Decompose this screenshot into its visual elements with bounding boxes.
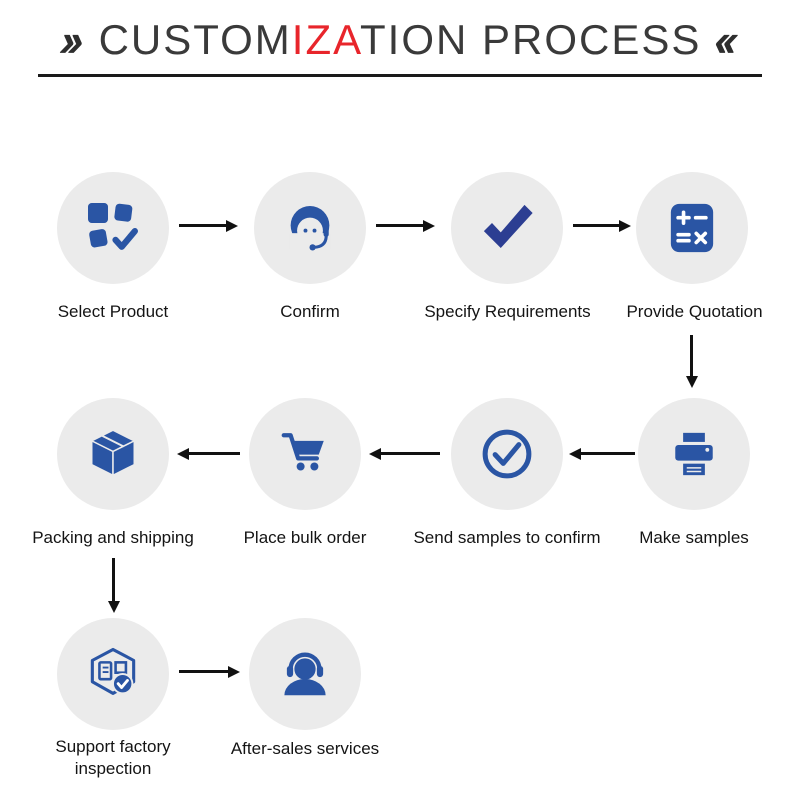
label-select-product: Select Product [57, 302, 169, 321]
arrow-down-2 [112, 558, 115, 602]
step-circle-specify-requirements [451, 172, 563, 284]
step-circle-after-sales [249, 618, 361, 730]
label-place-bulk-order: Place bulk order [243, 528, 367, 547]
circle-check-icon [482, 429, 532, 479]
arrow-left-1 [580, 452, 635, 455]
step-circle-packing-shipping [57, 398, 169, 510]
title-divider [38, 74, 762, 77]
title-text: CUSTOMIZATION PROCESS [98, 16, 702, 63]
arrow-left-2 [380, 452, 440, 455]
arrow-down-1 [690, 335, 693, 377]
checkmark-icon [483, 204, 533, 248]
customer-service-icon [289, 206, 331, 251]
label-after-sales: After-sales services [230, 739, 380, 758]
label-packing-shipping: Packing and shipping [32, 528, 194, 547]
right-chevrons-icon: ‹‹ [708, 14, 739, 66]
printer-icon [675, 432, 713, 476]
label-confirm: Confirm [280, 302, 340, 321]
arrow-right-1 [179, 224, 227, 227]
label-specify-requirements: Specify Requirements [424, 302, 591, 321]
calculator-icon [670, 203, 714, 253]
shopping-cart-icon [281, 433, 324, 471]
label-send-samples: Send samples to confirm [413, 528, 601, 547]
headset-person-icon [284, 652, 326, 696]
step-circle-make-samples [638, 398, 750, 510]
step-circle-select-product [57, 172, 169, 284]
left-chevrons-icon: ›› [54, 14, 85, 66]
arrow-right-3 [573, 224, 620, 227]
step-circle-place-bulk-order [249, 398, 361, 510]
arrow-right-4 [179, 670, 229, 673]
label-factory-inspection: Support factory inspection [55, 737, 171, 778]
step-circle-factory-inspection [57, 618, 169, 730]
step-circle-send-samples [451, 398, 563, 510]
step-circle-provide-quotation [636, 172, 748, 284]
step-circle-confirm [254, 172, 366, 284]
label-provide-quotation: Provide Quotation [626, 302, 763, 321]
arrow-left-3 [188, 452, 240, 455]
page-title: ›› CUSTOMIZATION PROCESS ‹‹ [0, 10, 800, 70]
factory-inspection-icon [90, 647, 136, 695]
grid-select-icon [88, 203, 138, 250]
arrow-right-2 [376, 224, 424, 227]
package-box-icon [90, 429, 136, 477]
label-make-samples: Make samples [639, 528, 749, 547]
